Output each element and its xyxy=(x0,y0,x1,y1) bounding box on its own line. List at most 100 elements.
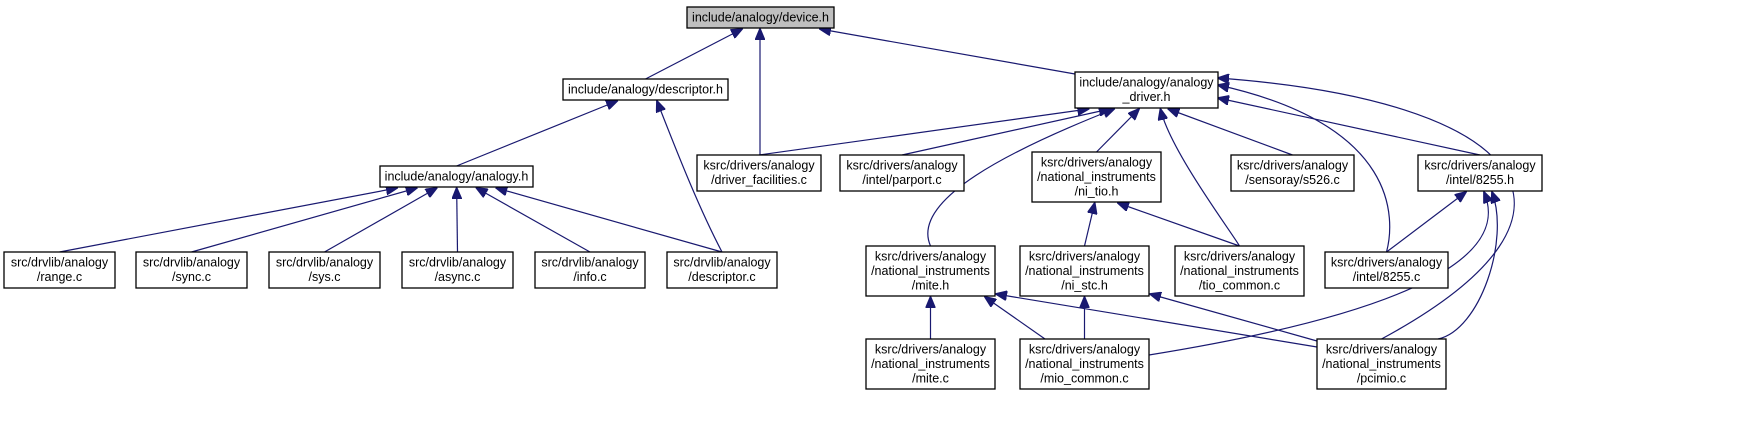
node-pcimio-c[interactable]: ksrc/drivers/analogy/national_instrument… xyxy=(1316,338,1447,390)
node-box xyxy=(379,165,534,188)
node-label-line: /ni_stc.h xyxy=(1061,278,1108,292)
node-box xyxy=(1019,338,1150,390)
node-label-line: ksrc/drivers/analogy xyxy=(1326,342,1438,356)
edge-mio-common-c-to-intel-8255-h xyxy=(1148,192,1488,356)
node-label-line: /sensoray/s526.c xyxy=(1245,173,1340,187)
node-label-line: src/drvlib/analogy xyxy=(541,256,639,270)
node-label-line: /national_instruments xyxy=(1180,264,1299,278)
node-label-line: ksrc/drivers/analogy xyxy=(1041,155,1153,169)
node-label-line: /pcimio.c xyxy=(1357,371,1406,385)
node-label-line: ksrc/drivers/analogy xyxy=(875,249,987,263)
node-async-c[interactable]: src/drvlib/analogy/async.c xyxy=(401,251,514,289)
node-box xyxy=(1074,71,1219,109)
edge-descriptor-c-to-analogy-h xyxy=(496,188,723,253)
node-label-line: src/drvlib/analogy xyxy=(673,256,771,270)
node-intel-8255-c[interactable]: ksrc/drivers/analogy/intel/8255.c xyxy=(1324,251,1449,289)
edge-sync-c-to-analogy-h xyxy=(191,188,417,253)
edge-intel-8255-h-to-analogy-driver-h xyxy=(1218,98,1481,156)
node-label-line: /range.c xyxy=(37,270,82,284)
node-label-line: /national_instruments xyxy=(871,357,990,371)
node-label-line: /info.c xyxy=(573,270,606,284)
node-box xyxy=(1417,154,1543,192)
node-s526-c[interactable]: ksrc/drivers/analogy/sensoray/s526.c xyxy=(1230,154,1355,192)
node-box xyxy=(1031,151,1162,203)
node-descriptor-h[interactable]: include/analogy/descriptor.h xyxy=(562,78,729,101)
node-label-line: src/drvlib/analogy xyxy=(143,256,241,270)
node-label-line: src/drvlib/analogy xyxy=(409,256,507,270)
node-driver-facilities-c[interactable]: ksrc/drivers/analogy/driver_facilities.c xyxy=(696,154,822,192)
node-sys-c[interactable]: src/drvlib/analogy/sys.c xyxy=(268,251,381,289)
node-info-c[interactable]: src/drvlib/analogy/info.c xyxy=(534,251,646,289)
node-label-line: /mite.c xyxy=(912,371,949,385)
node-box xyxy=(1316,338,1447,390)
node-box xyxy=(401,251,514,289)
node-tio-common-c[interactable]: ksrc/drivers/analogy/national_instrument… xyxy=(1174,245,1305,297)
node-label-line: /async.c xyxy=(435,270,481,284)
node-label-line: src/drvlib/analogy xyxy=(276,256,374,270)
node-label-line: ksrc/drivers/analogy xyxy=(1029,342,1141,356)
node-intel-8255-h[interactable]: ksrc/drivers/analogy/intel/8255.h xyxy=(1417,154,1543,192)
node-mite-h[interactable]: ksrc/drivers/analogy/national_instrument… xyxy=(865,245,996,297)
edge-range-c-to-analogy-h xyxy=(59,188,397,253)
node-sync-c[interactable]: src/drvlib/analogy/sync.c xyxy=(135,251,248,289)
node-box xyxy=(686,6,835,29)
node-label-line: ksrc/drivers/analogy xyxy=(703,159,815,173)
edge-tio-common-c-to-ni-tio-h xyxy=(1118,203,1240,247)
node-label-line: _driver.h xyxy=(1122,90,1171,104)
node-label-line: /descriptor.c xyxy=(688,270,755,284)
node-label-line: /national_instruments xyxy=(1037,170,1156,184)
edge-mite-h-to-analogy-driver-h xyxy=(927,109,1114,247)
node-label-line: /driver_facilities.c xyxy=(711,173,807,187)
edge-info-c-to-analogy-h xyxy=(477,188,591,253)
edge-pcimio-c-to-intel-8255-h xyxy=(1437,192,1497,340)
node-box xyxy=(135,251,248,289)
edge-async-c-to-analogy-h xyxy=(457,188,458,253)
node-label-line: /intel/8255.h xyxy=(1446,173,1514,187)
node-parport-c[interactable]: ksrc/drivers/analogy/intel/parport.c xyxy=(839,154,965,192)
node-label-line: /intel/parport.c xyxy=(862,173,941,187)
node-descriptor-c[interactable]: src/drvlib/analogy/descriptor.c xyxy=(666,251,778,289)
node-range-c[interactable]: src/drvlib/analogy/range.c xyxy=(3,251,116,289)
edge-descriptor-h-to-device-h xyxy=(645,29,743,80)
node-label-line: include/analogy/device.h xyxy=(692,10,829,24)
node-box xyxy=(3,251,116,289)
node-ni-stc-h[interactable]: ksrc/drivers/analogy/national_instrument… xyxy=(1019,245,1150,297)
node-label-line: /intel/8255.c xyxy=(1353,270,1420,284)
node-analogy-h[interactable]: include/analogy/analogy.h xyxy=(379,165,534,188)
node-label-line: ksrc/drivers/analogy xyxy=(1184,249,1296,263)
node-box xyxy=(534,251,646,289)
node-box xyxy=(268,251,381,289)
edge-analogy-driver-h-to-device-h xyxy=(820,29,1076,75)
edges-layer xyxy=(59,29,1515,356)
node-box xyxy=(1174,245,1305,297)
node-label-line: /national_instruments xyxy=(1025,357,1144,371)
node-box xyxy=(696,154,822,192)
node-device-h[interactable]: include/analogy/device.h xyxy=(686,6,835,29)
node-label-line: /sync.c xyxy=(172,270,211,284)
node-label-line: /tio_common.c xyxy=(1199,278,1280,292)
node-label-line: ksrc/drivers/analogy xyxy=(1029,249,1141,263)
node-analogy-driver-h[interactable]: include/analogy/analogy_driver.h xyxy=(1074,71,1219,109)
node-ni-tio-h[interactable]: ksrc/drivers/analogy/national_instrument… xyxy=(1031,151,1162,203)
edge-parport-c-to-analogy-driver-h xyxy=(901,109,1110,156)
node-mio-common-c[interactable]: ksrc/drivers/analogy/national_instrument… xyxy=(1019,338,1150,390)
edge-ni-stc-h-to-ni-tio-h xyxy=(1083,203,1095,247)
edge-descriptor-c-to-descriptor-h xyxy=(657,101,723,253)
edge-sys-c-to-analogy-h xyxy=(324,188,437,253)
node-box xyxy=(865,338,996,390)
edge-intel-8255-c-to-intel-8255-h xyxy=(1386,192,1466,253)
node-label-line: ksrc/drivers/analogy xyxy=(1237,159,1349,173)
edge-pcimio-c-to-analogy-driver-h xyxy=(1218,78,1515,340)
node-label-line: /national_instruments xyxy=(1322,357,1441,371)
node-label-line: /mite.h xyxy=(912,278,950,292)
edge-s526-c-to-analogy-driver-h xyxy=(1168,109,1293,156)
node-mite-c[interactable]: ksrc/drivers/analogy/national_instrument… xyxy=(865,338,996,390)
node-box xyxy=(1324,251,1449,289)
node-label-line: ksrc/drivers/analogy xyxy=(1424,159,1536,173)
node-box xyxy=(865,245,996,297)
node-box xyxy=(666,251,778,289)
node-box xyxy=(1019,245,1150,297)
edge-pcimio-c-to-mite-h xyxy=(996,294,1318,348)
edge-driver-facilities-c-to-analogy-driver-h xyxy=(758,109,1088,156)
